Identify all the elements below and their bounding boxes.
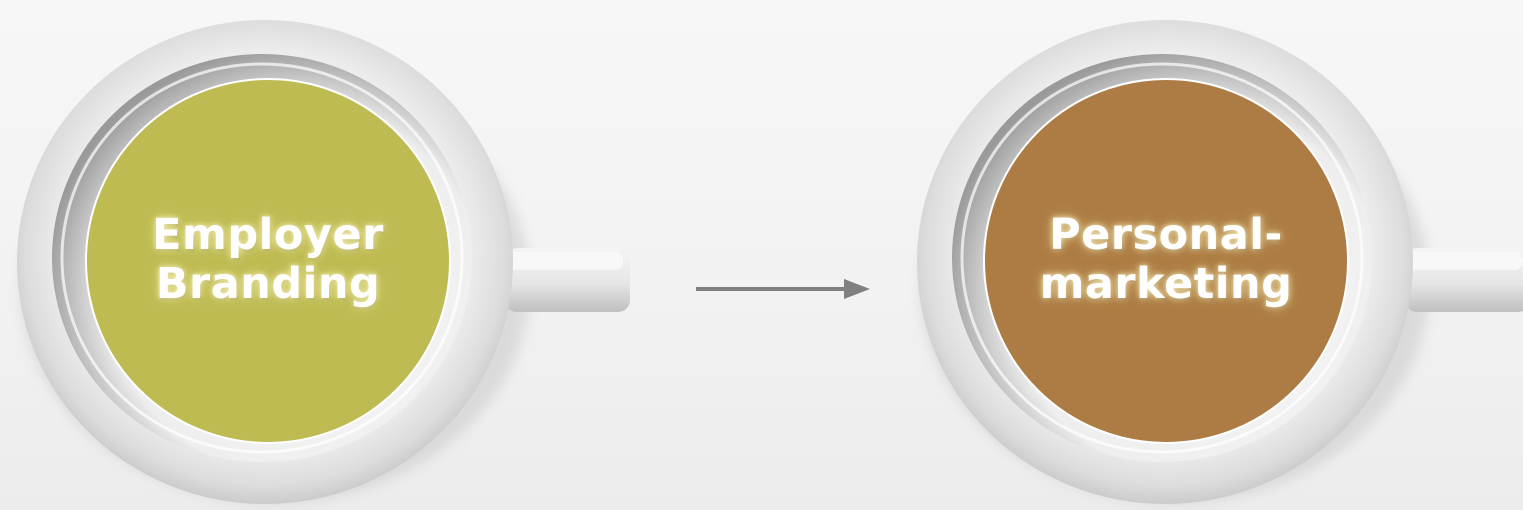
node-label-employer-branding: Employer Branding — [96, 150, 440, 370]
arrow-head — [844, 279, 870, 299]
node-label-line: Employer — [152, 211, 384, 260]
cup-employer-branding: Employer Branding — [0, 0, 680, 510]
flow-arrow — [690, 275, 875, 301]
node-label-line: Personal- — [1049, 211, 1283, 260]
node-label-line: Branding — [156, 260, 381, 309]
node-label-line: marketing — [1040, 260, 1293, 309]
cup-personalmarketing: Personal- marketing — [900, 0, 1523, 510]
node-label-personalmarketing: Personal- marketing — [994, 150, 1338, 370]
